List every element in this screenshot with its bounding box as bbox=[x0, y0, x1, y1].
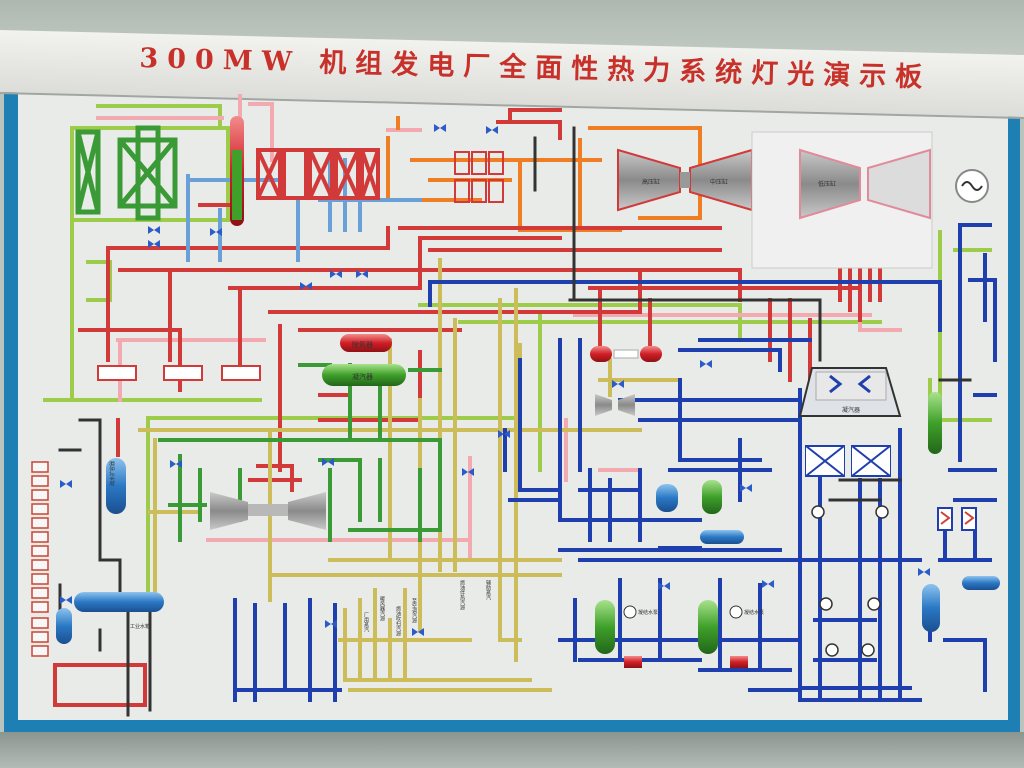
vlabel-4: 至空调汽源 bbox=[411, 598, 417, 624]
turbine-lp-label: 低压缸 bbox=[818, 180, 836, 188]
blue-tanks-left bbox=[56, 458, 164, 644]
right-heat-exchangers bbox=[937, 507, 977, 531]
condensate-pump-right: 凝结水泵 bbox=[698, 600, 764, 668]
steam-supply-labels: 厂用蒸汽 暖风器汽源 燃油吹扫汽源 至空调汽源 燃油伴热汽源 辅助蒸汽 bbox=[363, 579, 491, 637]
floor bbox=[0, 732, 1024, 768]
condensate-pumps-circles bbox=[811, 505, 889, 657]
feedpump-turbine bbox=[595, 394, 635, 416]
pump-left-label: 凝结水泵 bbox=[638, 609, 658, 616]
boiler-green bbox=[75, 125, 178, 221]
vlabel-6: 辅助蒸汽 bbox=[485, 579, 491, 600]
feed-pump-groups bbox=[97, 365, 261, 381]
turbine-lp: 低压缸 bbox=[751, 131, 933, 269]
turbine-hp-ip: 高压缸 中压缸 bbox=[617, 148, 753, 212]
green-tank-label: 凝汽器 bbox=[352, 372, 373, 381]
drum-vertical bbox=[230, 116, 244, 226]
heater-bank-red bbox=[256, 148, 380, 200]
condenser-main: 凝汽器 bbox=[798, 367, 902, 417]
generator bbox=[955, 169, 989, 203]
deaerator-tank: 除氧器 bbox=[340, 334, 392, 352]
hp-heaters bbox=[590, 346, 662, 362]
condenser-label: 凝汽器 bbox=[842, 406, 860, 414]
blue-equipment bbox=[656, 480, 1000, 632]
turbine-hp-label: 高压缸 bbox=[642, 178, 660, 186]
vlabel-3: 燃油吹扫汽源 bbox=[395, 605, 401, 637]
boiler-right-green bbox=[928, 392, 942, 454]
lp-heater-blocks bbox=[805, 445, 891, 477]
indicator-lights bbox=[31, 461, 49, 657]
deaerator-label: 除氧器 bbox=[352, 340, 373, 349]
lp-turbines-pair bbox=[210, 492, 326, 530]
turbine-ip-label: 中压缸 bbox=[710, 178, 728, 186]
valve-chest-pink bbox=[454, 151, 504, 203]
vlabel-5: 燃油伴热汽源 bbox=[459, 579, 465, 611]
pump-right-label: 凝结水泵 bbox=[744, 609, 764, 616]
water-tank-label: 工业水箱 bbox=[130, 623, 150, 630]
vlabel-1: 厂用蒸汽 bbox=[363, 612, 369, 632]
vlabel-2: 暖风器汽源 bbox=[379, 595, 385, 622]
drain-tank-label: 疏水扩容器 bbox=[109, 461, 116, 486]
condensate-pump-left: 凝结水泵 bbox=[595, 600, 658, 668]
condensate-tank-green: 凝汽器 bbox=[322, 364, 406, 386]
